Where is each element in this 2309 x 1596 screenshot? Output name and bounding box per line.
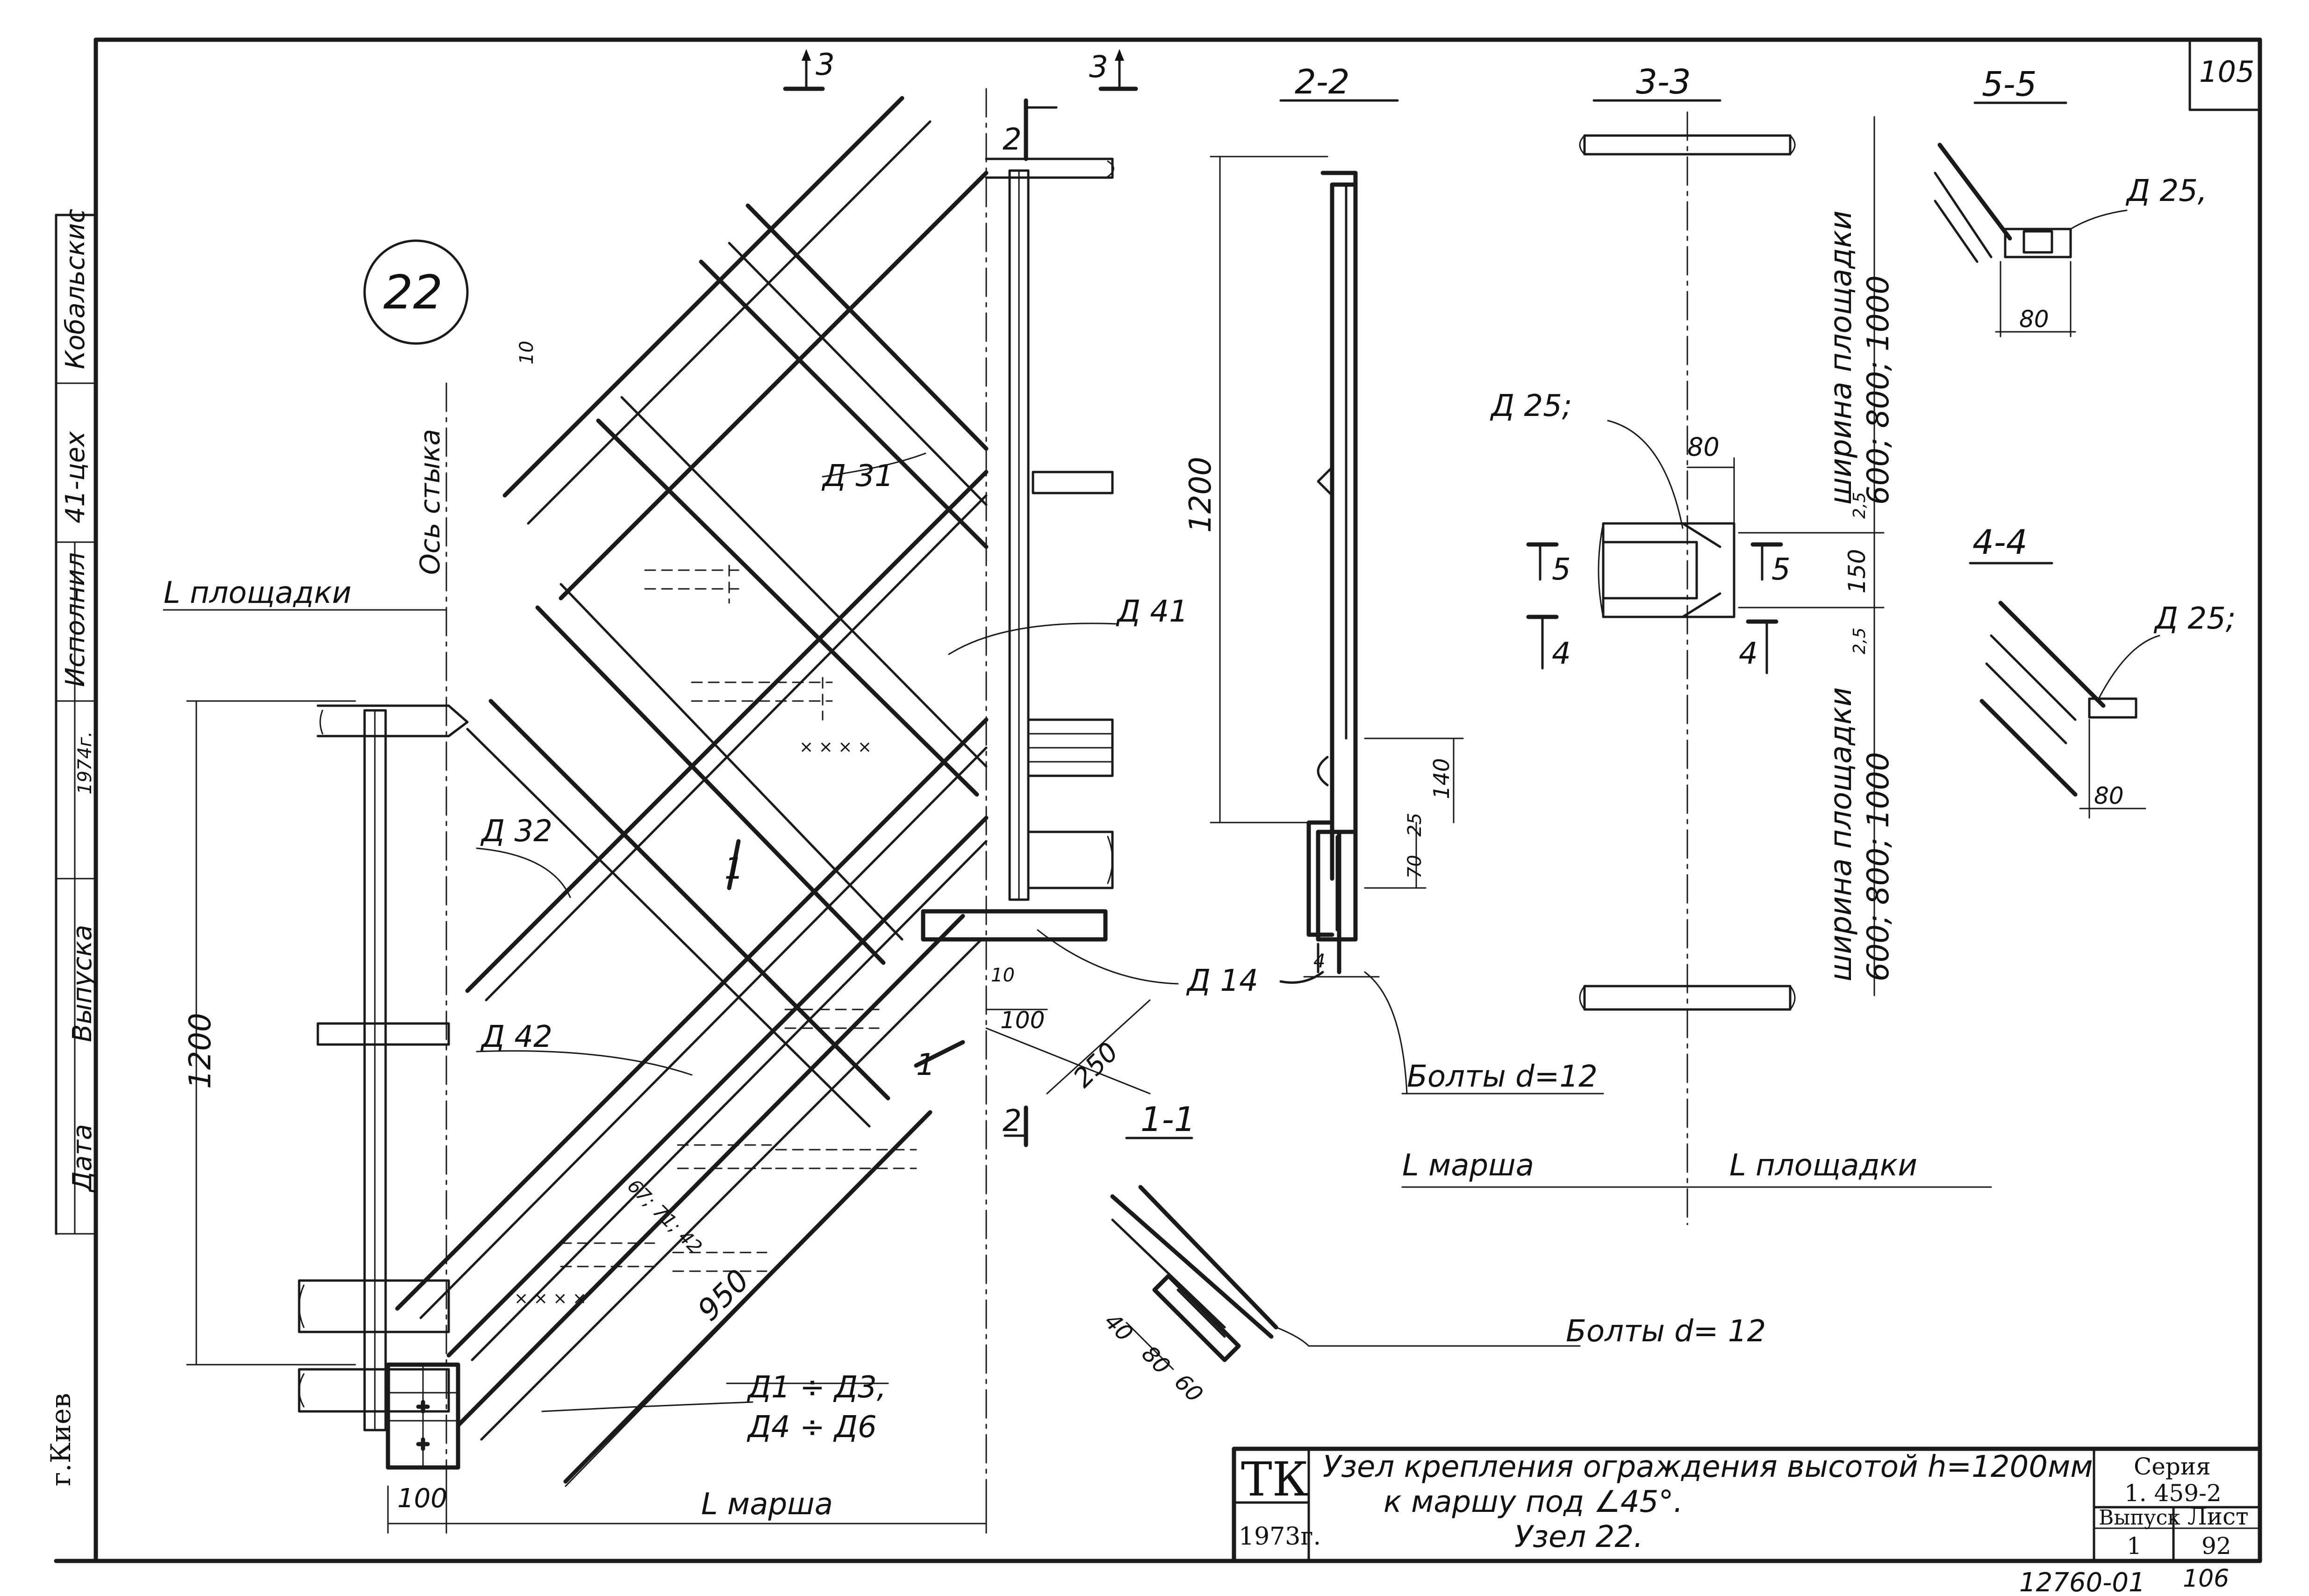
section-3-3-dim-150: 150 — [1843, 549, 1871, 594]
section-3-right-label: 3 — [1089, 50, 1108, 85]
landing-length-label: L площадки — [164, 576, 351, 610]
section-2-2-dim-25: 25 — [1404, 813, 1426, 837]
sheet-number-top: 105 — [2199, 55, 2254, 89]
section-3-3-title: 3-3 — [1636, 62, 1691, 101]
section-3-3-dim-2-5-bottom: 2,5 — [1850, 628, 1869, 654]
city-label: г.Киев — [45, 1393, 77, 1486]
section-1-1 — [1110, 1137, 1581, 1370]
section-4-4-title: 4-4 — [1972, 522, 2028, 562]
part-D32: Д 32 — [480, 814, 552, 849]
dim-100-top: 100 — [1000, 1007, 1045, 1034]
section-2-bottom-label: 2 — [1003, 1104, 1022, 1138]
dim-10-mid: 10 — [991, 965, 1015, 986]
section-3-3 — [1401, 99, 1992, 1225]
title-block-line3: Узел 22. — [1514, 1520, 1643, 1554]
section-3-3-part: Д 25; — [1490, 389, 1572, 423]
section-3-3-dim-2-5-top: 2,5 — [1850, 492, 1869, 519]
part-D42: Д 42 — [480, 1020, 552, 1054]
dim-250: 250 — [1068, 1037, 1125, 1094]
node-number: 22 — [383, 265, 443, 320]
section-4-4 — [1969, 562, 2160, 819]
section-2-2-bolts: Болты d=12 — [1407, 1059, 1598, 1094]
side-stamp — [55, 214, 97, 1235]
stamp-author: Кобальскис — [60, 208, 91, 369]
section-marks — [727, 49, 1138, 1147]
section-3-3-mark-4-right: 4 — [1739, 637, 1758, 671]
sheet-frame — [54, 37, 2262, 1563]
joint-axis-label: Ось стыка — [414, 429, 446, 575]
dim-100-bottom: 100 — [397, 1483, 447, 1514]
section-2-2 — [1210, 99, 1604, 1095]
section-3-3-width-top-2: 600; 800; 1000 — [1861, 275, 1896, 505]
section-5-5-part: Д 25, — [2125, 174, 2207, 208]
hidden-plates — [560, 565, 917, 1272]
diagonal-rails — [395, 96, 989, 1484]
title-block-line1: Узел крепления ограждения высотой h=1200… — [1323, 1450, 2093, 1484]
section-2-top-label: 2 — [1003, 122, 1022, 157]
section-3-3-mark-4-left: 4 — [1552, 637, 1571, 671]
series-value: 1. 459-2 — [2124, 1480, 2222, 1507]
stamp-year: 1974г. — [74, 731, 96, 794]
bottom-number-2: 106 — [2183, 1565, 2229, 1593]
part-D31: Д 31 — [821, 459, 894, 494]
sheet-value: 92 — [2201, 1532, 2231, 1560]
section-3-3-width-bottom-1: ширина площадки — [1824, 687, 1858, 981]
part-D14: Д 14 — [1186, 964, 1258, 998]
stamp-dept: 41-цех — [60, 431, 91, 523]
dim-10-small: 10 — [516, 341, 538, 365]
stamp-role: Исполнил — [60, 552, 91, 687]
node-marker: 22 — [363, 239, 469, 345]
section-2-2-dim-140: 140 — [1429, 758, 1454, 799]
dim-950-main: 950 — [691, 1263, 756, 1328]
section-3-3-mark-5-left: 5 — [1552, 552, 1571, 587]
title-block-line2: к маршу под ∠45°. — [1384, 1485, 1683, 1519]
section-5-5-title: 5-5 — [1982, 64, 2037, 104]
section-3-3-landing-length: L площадки — [1729, 1148, 1917, 1183]
title-block — [1232, 1446, 2262, 1563]
bottom-number: 12760-01 — [2019, 1567, 2145, 1596]
stamp-issue-label: Выпуска — [67, 925, 98, 1042]
dim-1200-main: 1200 — [183, 1013, 218, 1089]
section-1-1-bolts: Болты d= 12 — [1566, 1314, 1766, 1349]
part-D41: Д 41 — [1116, 594, 1188, 629]
section-1-1-dim-60: 60 — [1169, 1369, 1208, 1408]
sheet-label: Лист — [2187, 1503, 2249, 1530]
section-3-3-width-bottom-2: 600; 800; 1000 — [1861, 752, 1896, 981]
section-3-left-label: 3 — [816, 48, 835, 82]
section-3-3-flight-length: L марша — [1402, 1148, 1534, 1183]
section-5-5-dim-80: 80 — [2019, 306, 2049, 333]
section-2-2-dim-70: 70 — [1404, 855, 1426, 879]
main-view: × × × × × × × × — [163, 49, 1179, 1534]
issue-value: 1 — [2127, 1532, 2142, 1560]
svg-text:× × × ×: × × × × — [799, 737, 872, 757]
section-1-1-dim-40: 40 — [1099, 1308, 1138, 1347]
section-1-1-title: 1-1 — [1140, 1100, 1196, 1139]
issue-label: Выпуск — [2099, 1506, 2180, 1530]
section-3-3-width-top-1: ширина площадки — [1824, 210, 1858, 505]
flight-length-label: L марша — [701, 1487, 833, 1522]
series-label: Серия — [2134, 1453, 2211, 1480]
section-1-b-label: 1 — [916, 1048, 935, 1082]
section-3-3-dim-80: 80 — [1687, 432, 1720, 462]
balusters — [466, 203, 989, 1128]
title-block-logo: ТК — [1241, 1452, 1308, 1507]
section-2-2-dim-1200: 1200 — [1183, 457, 1218, 533]
section-1-1-dim-80: 80 — [1137, 1341, 1176, 1380]
section-2-2-dim-4: 4 — [1313, 951, 1325, 972]
section-2-2-title: 2-2 — [1295, 62, 1350, 101]
section-4-4-dim-80: 80 — [2094, 782, 2124, 809]
part-D1-D3: Д1 ÷ Д3, — [746, 1370, 886, 1405]
title-block-year: 1973г. — [1239, 1523, 1321, 1551]
section-1-a-label: 1 — [724, 852, 744, 886]
weld-marks: × × × × × × × × — [514, 737, 872, 1308]
svg-text:× × × ×: × × × × — [514, 1289, 587, 1308]
section-4-4-part: Д 25; — [2153, 601, 2236, 636]
part-D4-D6: Д4 ÷ Д6 — [746, 1410, 877, 1445]
section-3-3-mark-5-right: 5 — [1771, 552, 1791, 587]
stamp-date-label: Дата — [67, 1124, 98, 1193]
section-5-5 — [1934, 101, 2128, 337]
